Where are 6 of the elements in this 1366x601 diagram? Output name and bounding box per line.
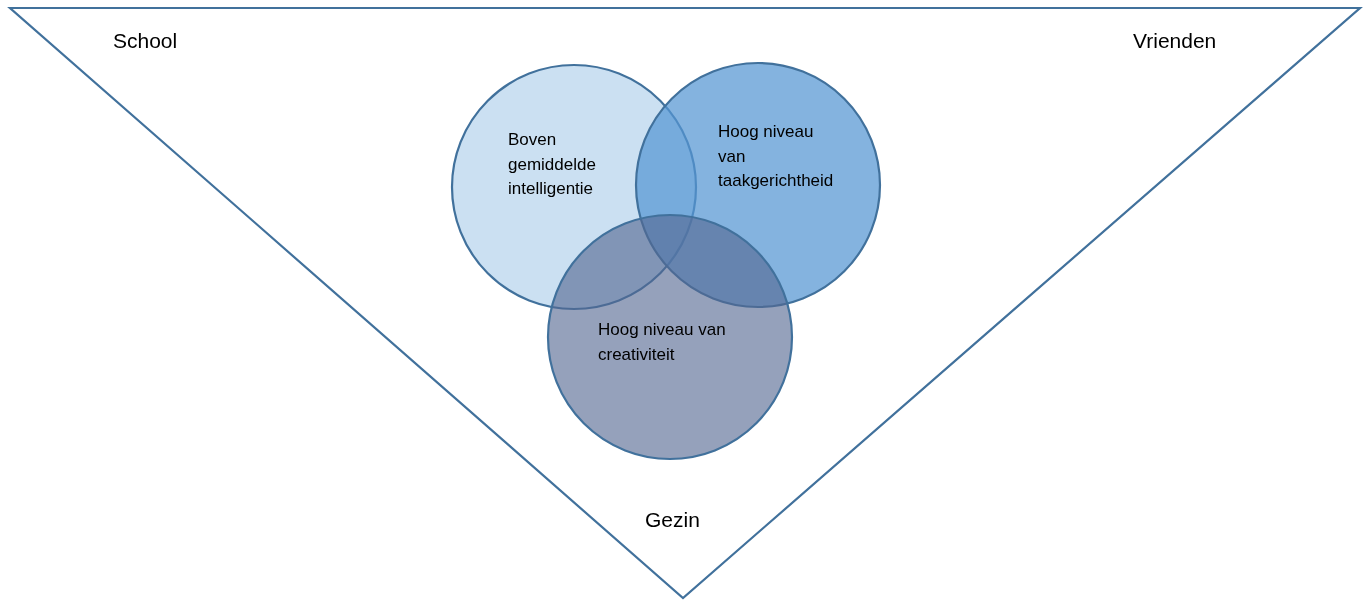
circle-label: Hoog niveau van creativiteit — [598, 319, 727, 366]
corner-label: School — [113, 28, 178, 54]
circle-label: Hoog niveau van taakgerichtheid — [718, 121, 835, 193]
corner-label: Vrienden — [1133, 28, 1217, 54]
corner-label: Gezin — [645, 507, 700, 533]
circle-label: Boven gemiddelde intelligentie — [508, 129, 597, 201]
